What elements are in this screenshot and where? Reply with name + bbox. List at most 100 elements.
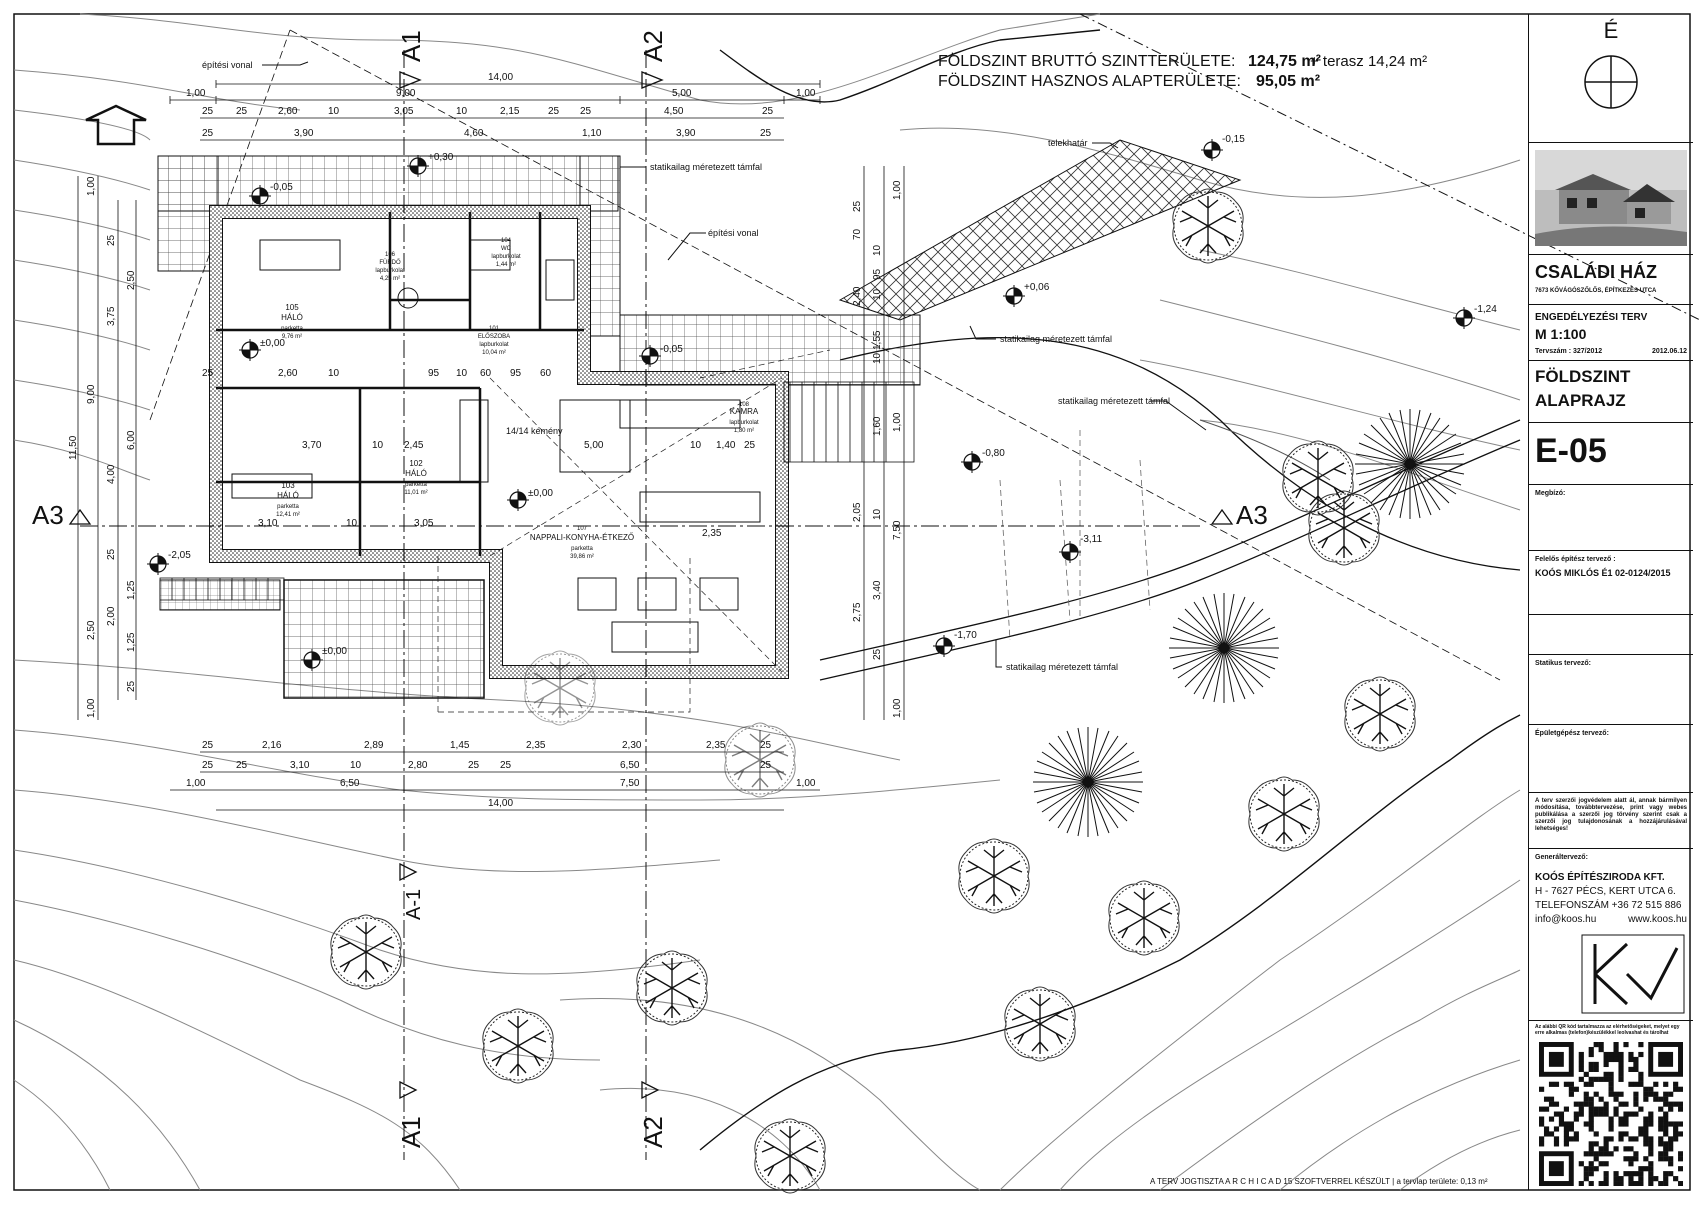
dimension-label: 1,25 (126, 632, 137, 652)
dimension-label: 11,50 (68, 435, 79, 460)
tree-icon (482, 1008, 554, 1084)
tree-icon (958, 838, 1030, 914)
dimension-label: 25 (500, 760, 512, 771)
room-area: 9,76 m² (282, 334, 302, 340)
dimension-label: 10 (372, 440, 384, 451)
dimension-label: 2,40 (852, 286, 863, 306)
dimension-label: 25 (760, 740, 772, 751)
dimension-label: 3,10 (290, 760, 310, 771)
dimension-label: 25 (202, 760, 214, 771)
dimension-label: 10 (346, 518, 358, 529)
dimension-label: 60 (480, 368, 492, 379)
dimension-labels-top: 14,00 1,00 9,00 5,00 1,00 25 25 2,60 10 … (186, 72, 816, 139)
qr-code-icon (1539, 1042, 1684, 1187)
dimension-label: 2,60 (278, 106, 298, 117)
dimension-lines-vertical (77, 166, 905, 720)
sheet-code: E-05 (1535, 432, 1607, 470)
room-labels: 105 HÁLÓ parketta 9,76 m² 106 FÜRDŐ lapb… (276, 238, 759, 560)
dimension-label: 1,25 (126, 580, 137, 600)
dimension-labels-right: 1,00 70 25 10 95 10 2,40 1,55 10 1,00 1,… (852, 180, 903, 718)
dimension-label: 95 (872, 268, 883, 280)
dimension-label: 10 (328, 106, 340, 117)
dimension-label: 2,75 (852, 602, 863, 622)
qr-note: Az alábbi QR kód tartalmazza az elérhető… (1535, 1024, 1680, 1036)
room-floor: lapburkolat (491, 254, 521, 260)
annotation-tamfal-3: statikailag méretezett támfal (1058, 396, 1170, 406)
dimension-label: 2,00 (106, 606, 117, 626)
hasznos-label: FÖLDSZINT HASZNOS ALAPTERÜLETE: (938, 72, 1241, 90)
dimension-label: 25 (202, 740, 214, 751)
room-number: 103 (281, 481, 295, 490)
dimension-label: 1,00 (892, 180, 903, 200)
room-number: 104 (501, 238, 512, 244)
dimension-label: 25 (852, 200, 863, 212)
dimension-label: 3,05 (394, 106, 414, 117)
dimension-label: 1,00 (86, 698, 97, 718)
room-number: 102 (409, 459, 423, 468)
hasznos-value: 95,05 m² (1256, 73, 1320, 90)
room-area: 39,86 m² (570, 554, 594, 560)
tree-icon (1248, 776, 1320, 852)
level-label: -3,11 (1080, 534, 1102, 545)
dimension-label: 2,35 (706, 740, 726, 751)
dimension-label: 95 (510, 368, 522, 379)
room-floor: parketta (405, 482, 427, 488)
dimension-label: 10 (456, 106, 468, 117)
terrace-area: + terasz 14,24 m² (1310, 53, 1427, 70)
annotation-tamfal-4: statikailag méretezett támfal (1006, 662, 1118, 672)
dimension-label: 5,00 (672, 88, 692, 99)
dimension-label: 2,45 (404, 440, 424, 451)
dimension-label: 2,16 (262, 740, 282, 751)
dimension-label: 25 (126, 680, 137, 692)
divider (1529, 614, 1693, 615)
room-area: 4,25 m² (380, 276, 400, 282)
dimension-label: 2,50 (126, 270, 137, 290)
dimension-label: 1,40 (716, 440, 736, 451)
dimension-label: 1,55 (872, 330, 883, 350)
level-label: -2,05 (168, 550, 191, 561)
dimension-label: 3,75 (106, 306, 117, 326)
room-103: 103 HÁLÓ parketta 12,41 m² (276, 481, 300, 518)
dimension-label: 1,00 (892, 412, 903, 432)
room-107: 107 NAPPALI-KONYHA-ÉTKEZŐ parketta 39,86… (530, 526, 634, 560)
section-label-a1-mid: A-1 (403, 889, 425, 920)
palm-tree-icon (1032, 726, 1144, 838)
dimension-label: 25 (760, 760, 772, 771)
dimension-label: 4,00 (106, 464, 117, 484)
dimension-label: 6,50 (340, 778, 360, 789)
level-label: -1,24 (1474, 304, 1497, 315)
room-area: 12,41 m² (276, 512, 300, 518)
stairs (159, 381, 915, 601)
level-label: ±0,00 (260, 338, 285, 349)
retaining-wall-hatch (819, 139, 1521, 681)
level-label: ±0,00 (528, 488, 553, 499)
dimension-label: 10 (350, 760, 362, 771)
annotation-telekhatar: telekhatár (1048, 138, 1088, 148)
client-label: Megbízó: (1535, 490, 1566, 497)
room-floor: parketta (281, 326, 303, 332)
room-101: 101 ELŐSZOBA lapburkolat 10,04 m² (478, 326, 510, 356)
house-photo (1535, 150, 1687, 246)
copyright-note: A terv szerzői jogvédelem alatt ál, anna… (1535, 798, 1687, 832)
architect-name: KOÓS MIKLÓS É1 02-0124/2015 (1535, 568, 1671, 578)
dimension-label: 1,00 (796, 88, 816, 99)
mep-designer-label: Épületgépész tervező: (1535, 730, 1609, 737)
dimension-label: 2,50 (86, 620, 97, 640)
dimension-label: 1,00 (86, 176, 97, 196)
plan-type: ENGEDÉLYEZÉSI TERV (1535, 312, 1648, 323)
logo-mark (1581, 934, 1685, 1014)
general-designer-label: Generáltervező: (1535, 854, 1588, 861)
section-label-a2-top: A2 (638, 30, 668, 62)
annotation-epitesi-vonal-2: építési vonal (708, 228, 759, 238)
house-walls (209, 205, 831, 713)
section-label-a3-right: A3 (1236, 500, 1268, 530)
section-lines (80, 50, 1200, 1160)
section-label-a1-top: A1 (396, 30, 426, 62)
sheet-title-1: FÖLDSZINT (1535, 367, 1631, 386)
tree-icon (636, 950, 708, 1026)
dimension-label: 2,30 (622, 740, 642, 751)
room-name: NAPPALI-KONYHA-ÉTKEZŐ (530, 533, 634, 542)
dimension-labels-left: 1,00 25 2,50 3,75 9,00 11,50 6,00 4,00 2… (68, 176, 137, 718)
dimension-label: 10 (328, 368, 340, 379)
palm-tree-icon (1354, 408, 1466, 520)
